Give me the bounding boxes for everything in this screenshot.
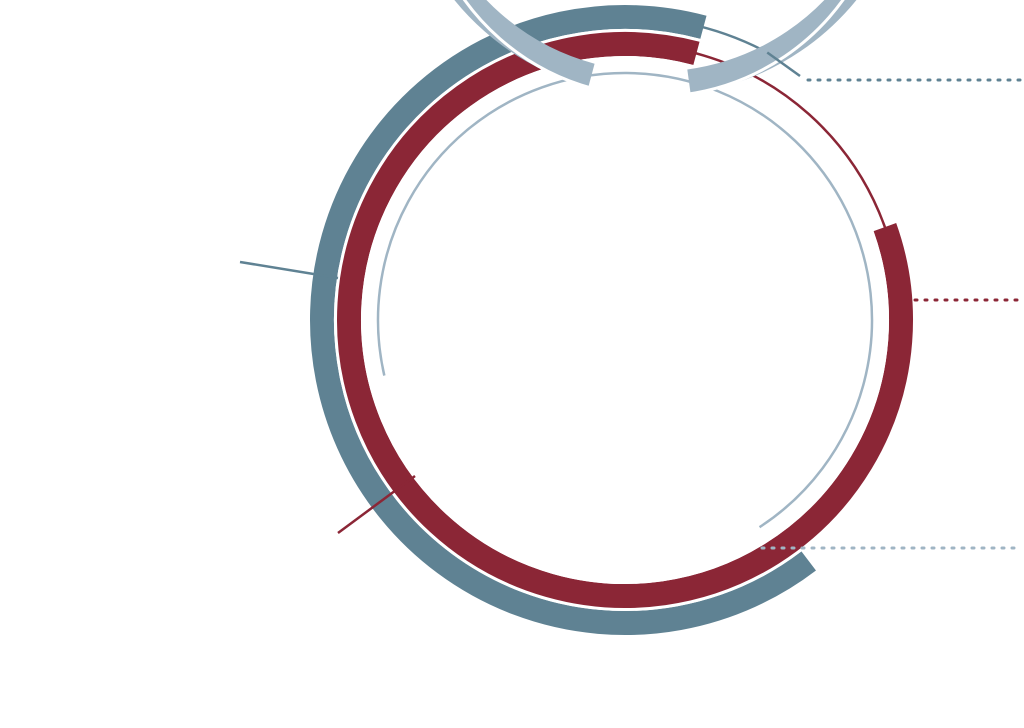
series-2-separator [361,56,889,584]
leader-lines [239,51,1022,550]
series-3-track [376,71,874,529]
series-2-leader-line [337,474,416,535]
series-1-leader-line [239,260,339,280]
series-1-bar [310,5,816,635]
series-2-bar [337,32,913,608]
series-1-track-extension [766,51,801,78]
chart-rings [310,0,913,635]
